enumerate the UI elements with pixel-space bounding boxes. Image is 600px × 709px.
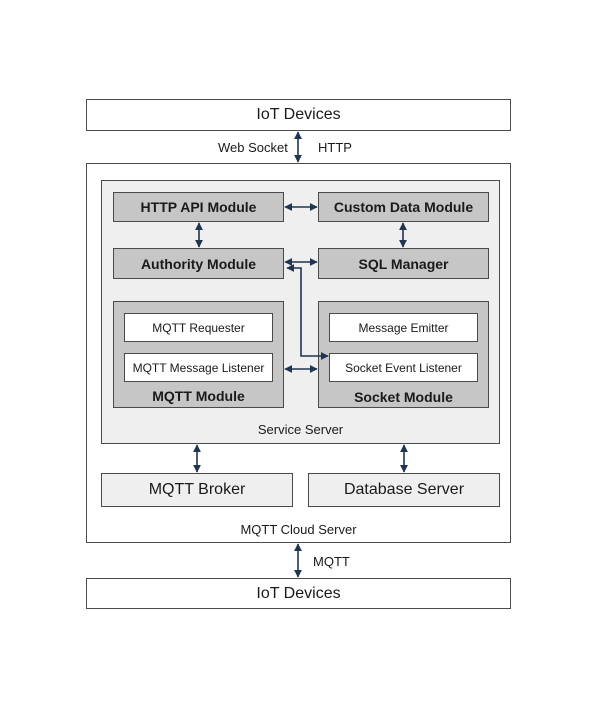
connector-authority-to-socket	[287, 268, 328, 356]
